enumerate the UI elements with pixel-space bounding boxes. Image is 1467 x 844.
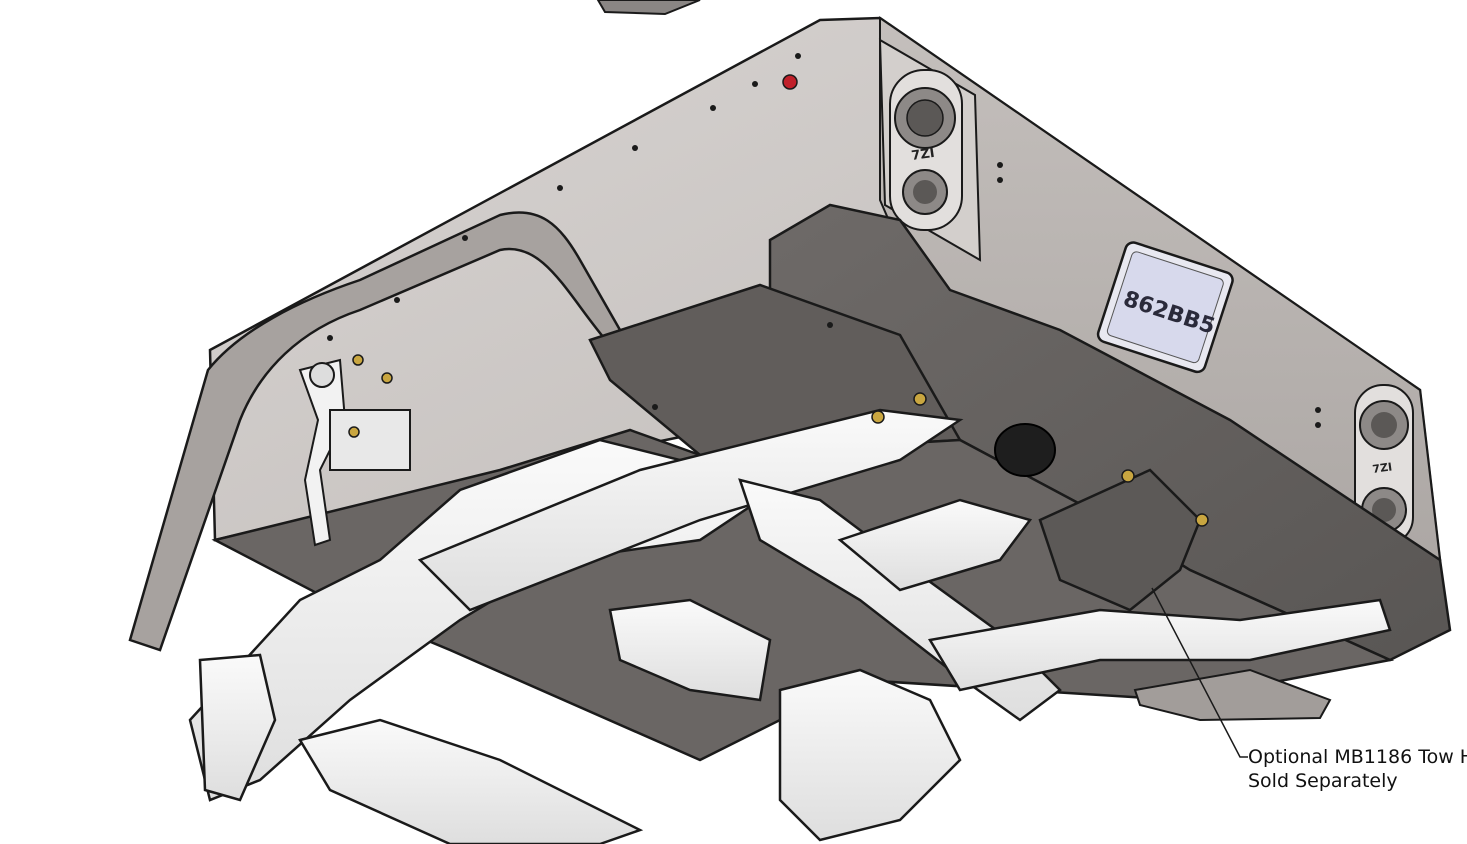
license-plate: 862BB5 xyxy=(1096,241,1234,374)
vehicle-frame xyxy=(188,408,1392,844)
tow-hitch-plate xyxy=(1038,468,1202,612)
callout-line-2: Sold Separately xyxy=(1248,770,1398,792)
callout-line-1: Optional MB1186 Tow H xyxy=(1248,746,1467,768)
callout-leader-line xyxy=(1151,587,1248,758)
badge-upper: 7ZI xyxy=(910,146,935,164)
red-marker-light xyxy=(782,74,798,90)
badge-lower: 7ZI xyxy=(1372,460,1393,476)
tow-hitch-callout: Optional MB1186 Tow H Sold Separately xyxy=(1248,745,1467,793)
fuel-filler-assembly xyxy=(298,358,411,547)
panel-fasteners xyxy=(327,53,1321,428)
top-edge-part xyxy=(596,0,701,16)
tow-hitch-receiver-plate xyxy=(1133,668,1332,722)
tail-light-pod-lower xyxy=(1354,384,1414,546)
mounting-bolts xyxy=(348,354,1209,527)
spare-mount-hub xyxy=(994,423,1056,477)
tail-light-pod-upper xyxy=(889,69,963,231)
